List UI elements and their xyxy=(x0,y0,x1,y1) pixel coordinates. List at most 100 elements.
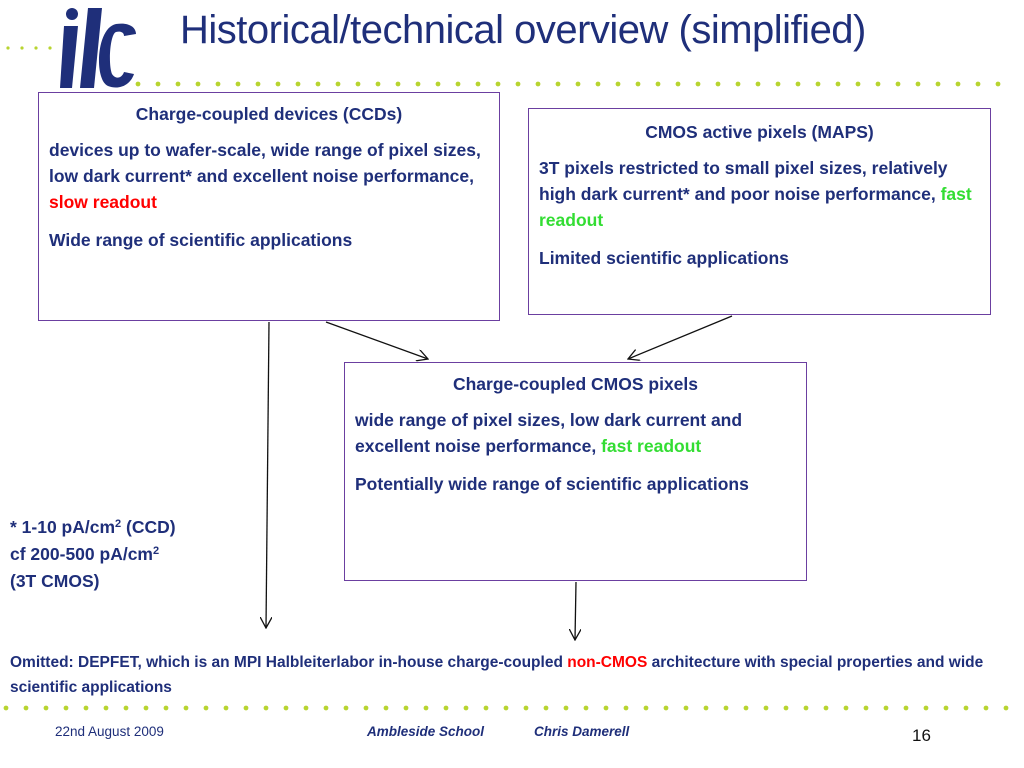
dot xyxy=(395,81,401,87)
dot xyxy=(483,705,489,711)
dot xyxy=(523,705,529,711)
omitted-suffix: architecture with special properties and… xyxy=(10,654,984,696)
box-cc-cmos-readout-highlight: fast readout xyxy=(601,436,702,456)
dot xyxy=(635,81,641,87)
box-cc-cmos-description: wide range of pixel sizes, low dark curr… xyxy=(355,407,796,459)
dot xyxy=(895,81,901,87)
box-ccd: Charge-coupled devices (CCDs) devices up… xyxy=(38,92,500,321)
dot xyxy=(535,81,541,87)
dot xyxy=(683,705,689,711)
dot xyxy=(883,705,889,711)
dot xyxy=(923,705,929,711)
footer-date: 22nd August 2009 xyxy=(55,724,164,739)
arrow-cc-cmos-to-omitted xyxy=(575,581,576,640)
footer-author: Chris Damerell xyxy=(534,724,630,739)
box-cmos-readout-highlight: fast readout xyxy=(539,184,972,230)
omitted-note: Omitted: DEPFET, which is an MPI Halblei… xyxy=(10,650,1010,700)
omitted-highlight: non-CMOS xyxy=(567,654,648,671)
dot xyxy=(6,46,10,50)
dot xyxy=(63,705,69,711)
dotted-rule-top-left xyxy=(6,46,52,50)
box-ccd-body: devices up to wafer-scale, wide range of… xyxy=(49,140,481,186)
dot xyxy=(823,705,829,711)
dot xyxy=(995,81,1001,87)
dot xyxy=(875,81,881,87)
dot xyxy=(335,81,341,87)
footnote-line-ccd: * 1-10 pA/cm2 (CCD) xyxy=(10,514,250,541)
dot xyxy=(443,705,449,711)
dot xyxy=(763,705,769,711)
box-cmos-description: 3T pixels restricted to small pixel size… xyxy=(539,155,980,233)
box-ccd-description: devices up to wafer-scale, wide range of… xyxy=(49,137,489,215)
box-cmos-body: 3T pixels restricted to small pixel size… xyxy=(539,158,948,204)
dot xyxy=(363,705,369,711)
dot xyxy=(543,705,549,711)
dot xyxy=(3,705,9,711)
dot xyxy=(655,81,661,87)
page-title: Historical/technical overview (simplifie… xyxy=(180,8,866,52)
dot xyxy=(795,81,801,87)
dot xyxy=(583,705,589,711)
dot xyxy=(463,705,469,711)
dot xyxy=(243,705,249,711)
dot xyxy=(855,81,861,87)
dot xyxy=(663,705,669,711)
dot xyxy=(415,81,421,87)
dot xyxy=(143,705,149,711)
box-ccd-applications: Wide range of scientific applications xyxy=(49,230,353,250)
box-cc-cmos-body: wide range of pixel sizes, low dark curr… xyxy=(355,410,743,456)
dot xyxy=(975,81,981,87)
dot xyxy=(34,46,38,50)
dot xyxy=(935,81,941,87)
dot xyxy=(643,705,649,711)
dot xyxy=(275,81,281,87)
dot xyxy=(48,46,52,50)
arrow-ccd-to-omitted xyxy=(266,321,269,628)
dot xyxy=(135,81,141,87)
dot xyxy=(695,81,701,87)
dot xyxy=(955,81,961,87)
ilc-logo-icon xyxy=(60,8,136,88)
dot xyxy=(915,81,921,87)
dot xyxy=(1003,705,1009,711)
dot xyxy=(175,81,181,87)
footnote-line2-sup: 2 xyxy=(153,545,160,557)
dot xyxy=(555,81,561,87)
dot xyxy=(675,81,681,87)
dotted-rule-under-title xyxy=(115,81,1001,87)
box-cc-cmos-heading: Charge-coupled CMOS pixels xyxy=(452,374,699,394)
dot xyxy=(103,705,109,711)
box-cmos-applications: Limited scientific applications xyxy=(539,248,789,268)
dark-current-footnote: * 1-10 pA/cm2 (CCD) cf 200-500 pA/cm2 (3… xyxy=(10,514,250,595)
dot xyxy=(455,81,461,87)
footnote-line1-sup: 2 xyxy=(115,518,122,530)
dot xyxy=(223,705,229,711)
dot xyxy=(23,705,29,711)
dot xyxy=(375,81,381,87)
dot xyxy=(843,705,849,711)
dot xyxy=(783,705,789,711)
dot xyxy=(863,705,869,711)
box-cc-cmos: Charge-coupled CMOS pixels wide range of… xyxy=(344,362,807,581)
footnote-line2-prefix: cf 200-500 pA/cm xyxy=(10,544,153,564)
dot xyxy=(423,705,429,711)
dot xyxy=(123,705,129,711)
dot xyxy=(603,705,609,711)
dot xyxy=(323,705,329,711)
dot xyxy=(735,81,741,87)
dot xyxy=(595,81,601,87)
page-number: 16 xyxy=(912,726,931,745)
omitted-prefix: Omitted: DEPFET, which is an MPI Halblei… xyxy=(10,654,568,671)
box-ccd-readout-highlight: slow readout xyxy=(49,192,157,212)
dot xyxy=(723,705,729,711)
box-cmos: CMOS active pixels (MAPS) 3T pixels rest… xyxy=(528,108,991,315)
dot xyxy=(203,705,209,711)
box-ccd-heading: Charge-coupled devices (CCDs) xyxy=(135,104,403,124)
dot xyxy=(355,81,361,87)
dot xyxy=(435,81,441,87)
footnote-line1-prefix: * 1-10 pA/cm xyxy=(10,517,116,537)
dot xyxy=(295,81,301,87)
